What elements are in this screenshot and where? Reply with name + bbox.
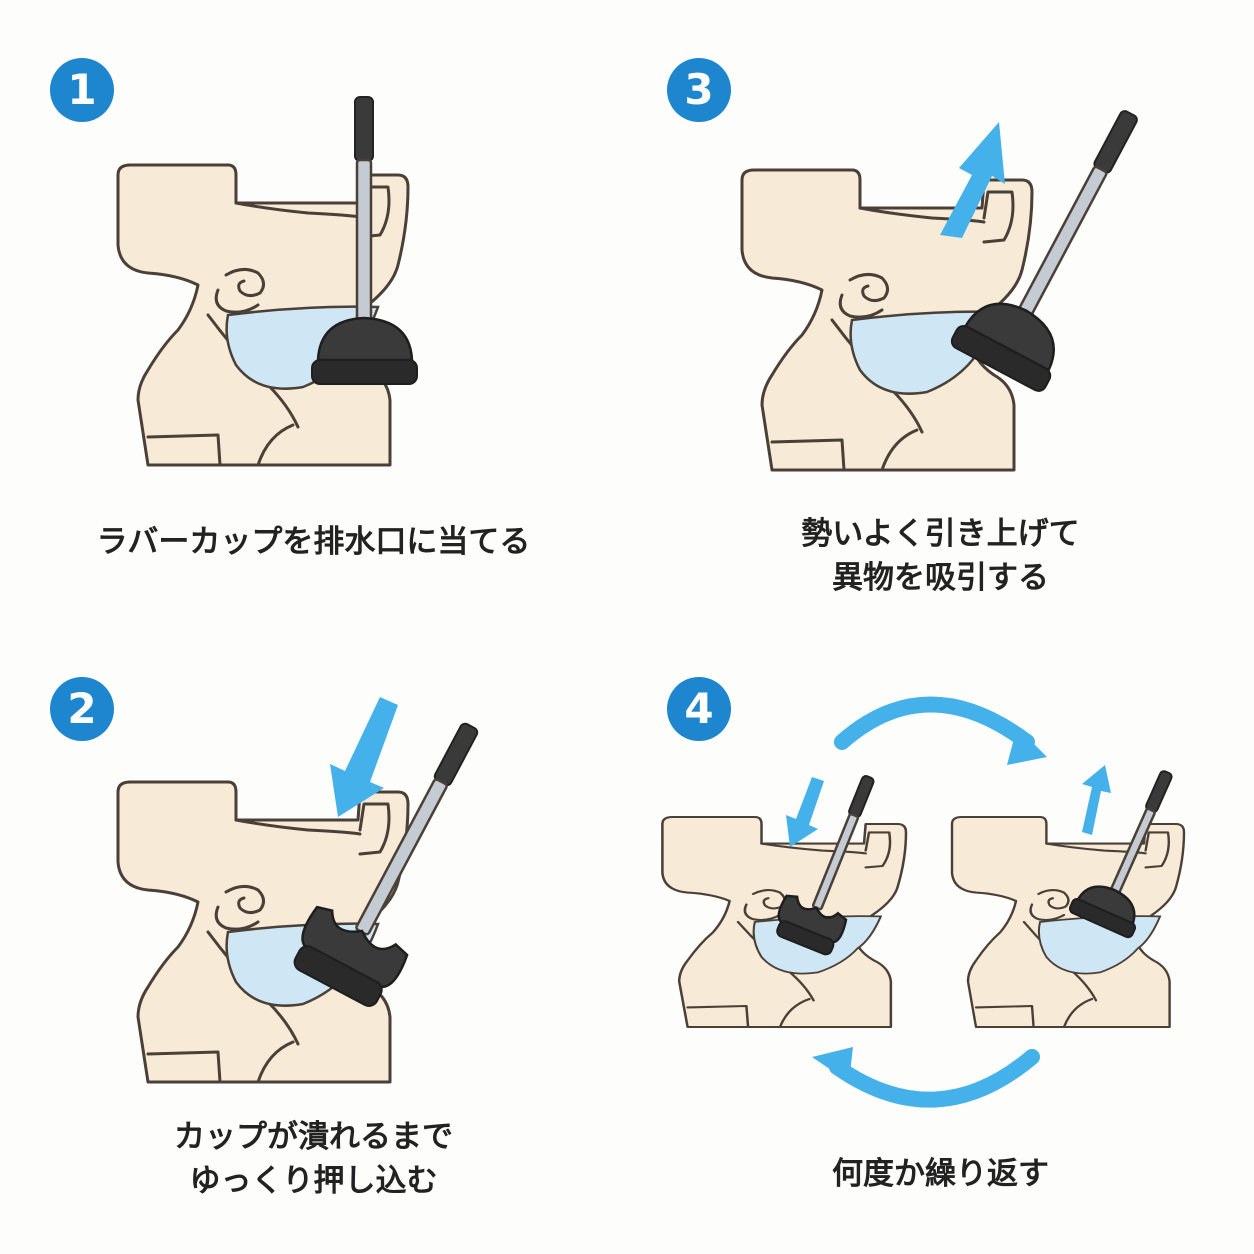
step-panel-4: 4 何度か繰り返す [627,627,1254,1254]
plunger-icon [293,722,479,1007]
toilet-icon [740,110,1138,472]
step-panel-2: 2 カップが潰れるまで ゆっくり押し込む [0,627,627,1254]
step-caption-1: ラバーカップを排水口に当てる [96,524,531,560]
step-badge-4: 4 [667,677,731,741]
plunger-icon [1068,770,1173,939]
step-badge-2: 2 [50,677,114,741]
cycle-arrow-icon [661,696,1186,1108]
step-badge-1: 1 [50,58,114,122]
plunger-icon [776,775,875,956]
up-arrow-icon [1082,765,1111,835]
toilet-icon [950,815,1186,1029]
up-arrow-icon [940,122,1005,238]
step-caption-2: カップが潰れるまで ゆっくり押し込む [174,1119,453,1199]
step-panel-3: 3 勢いよく引き上げて 異物を吸引する [627,0,1254,627]
toilet-icon [116,697,479,1084]
toilet-icon [116,96,418,467]
plunger-icon [950,110,1138,392]
step-caption-3: 勢いよく引き上げて 異物を吸引する [801,516,1080,596]
step-panel-1: 1 ラバーカップを排水口に当てる [0,0,627,627]
step-caption-4: 何度か繰り返す [832,1156,1049,1192]
down-arrow-icon [330,697,398,817]
step-badge-3: 3 [667,58,731,122]
plunger-icon [311,96,418,385]
down-arrow-icon [786,777,824,847]
